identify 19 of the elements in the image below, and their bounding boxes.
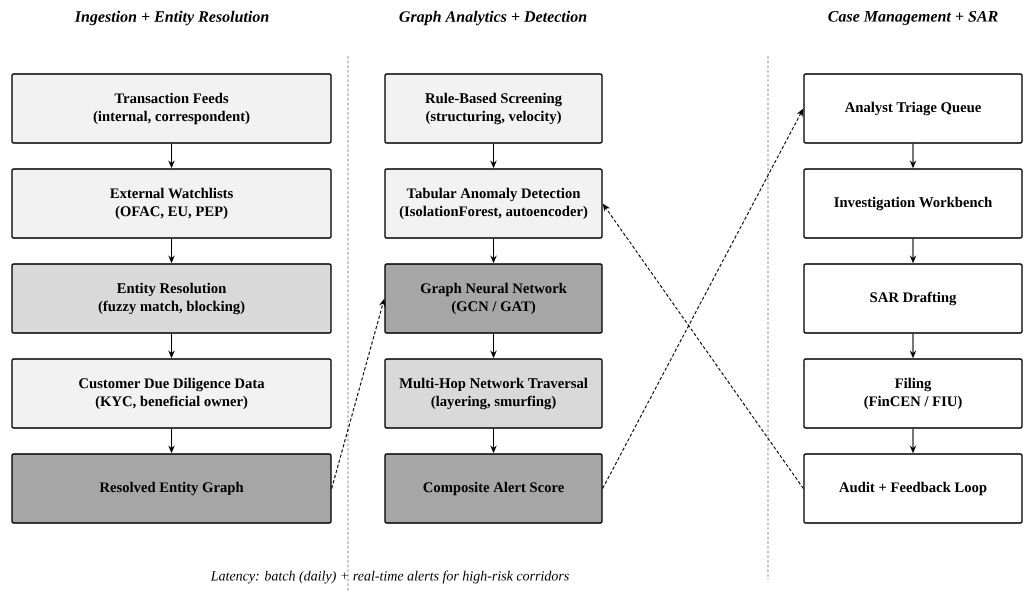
process-box: Investigation Workbench xyxy=(803,168,1023,239)
process-box: External Watchlists (OFAC, EU, PEP) xyxy=(11,168,332,239)
column-heading: Graph Analytics + Detection xyxy=(399,10,587,26)
process-box: Transaction Feeds (internal, correspondent) xyxy=(11,73,332,144)
process-box: Graph Neural Network (GCN / GAT) xyxy=(384,263,603,334)
process-box: Rule-Based Screening (structuring, velocity) xyxy=(384,73,603,144)
caption: Latency: batch (daily) + real-time alerts for high-risk corridors xyxy=(210,570,569,584)
process-box: Composite Alert Score xyxy=(384,453,603,524)
process-box: Multi-Hop Network Traversal (layering, smurfing) xyxy=(384,358,603,429)
process-box: Entity Resolution (fuzzy match, blocking) xyxy=(11,263,332,334)
process-box: Filing (FinCEN / FIU) xyxy=(803,358,1023,429)
column-heading: Ingestion + Entity Resolution xyxy=(74,10,269,26)
process-box: SAR Drafting xyxy=(803,263,1023,334)
column-heading: Case Management + SAR xyxy=(828,11,998,25)
process-box: Customer Due Diligence Data (KYC, beneficial owner) xyxy=(11,358,332,429)
process-box: Analyst Triage Queue xyxy=(803,73,1023,144)
process-box: Tabular Anomaly Detection (IsolationForest, autoencoder) xyxy=(384,168,603,239)
process-box: Resolved Entity Graph xyxy=(11,453,332,524)
process-box: Audit + Feedback Loop xyxy=(803,453,1023,524)
